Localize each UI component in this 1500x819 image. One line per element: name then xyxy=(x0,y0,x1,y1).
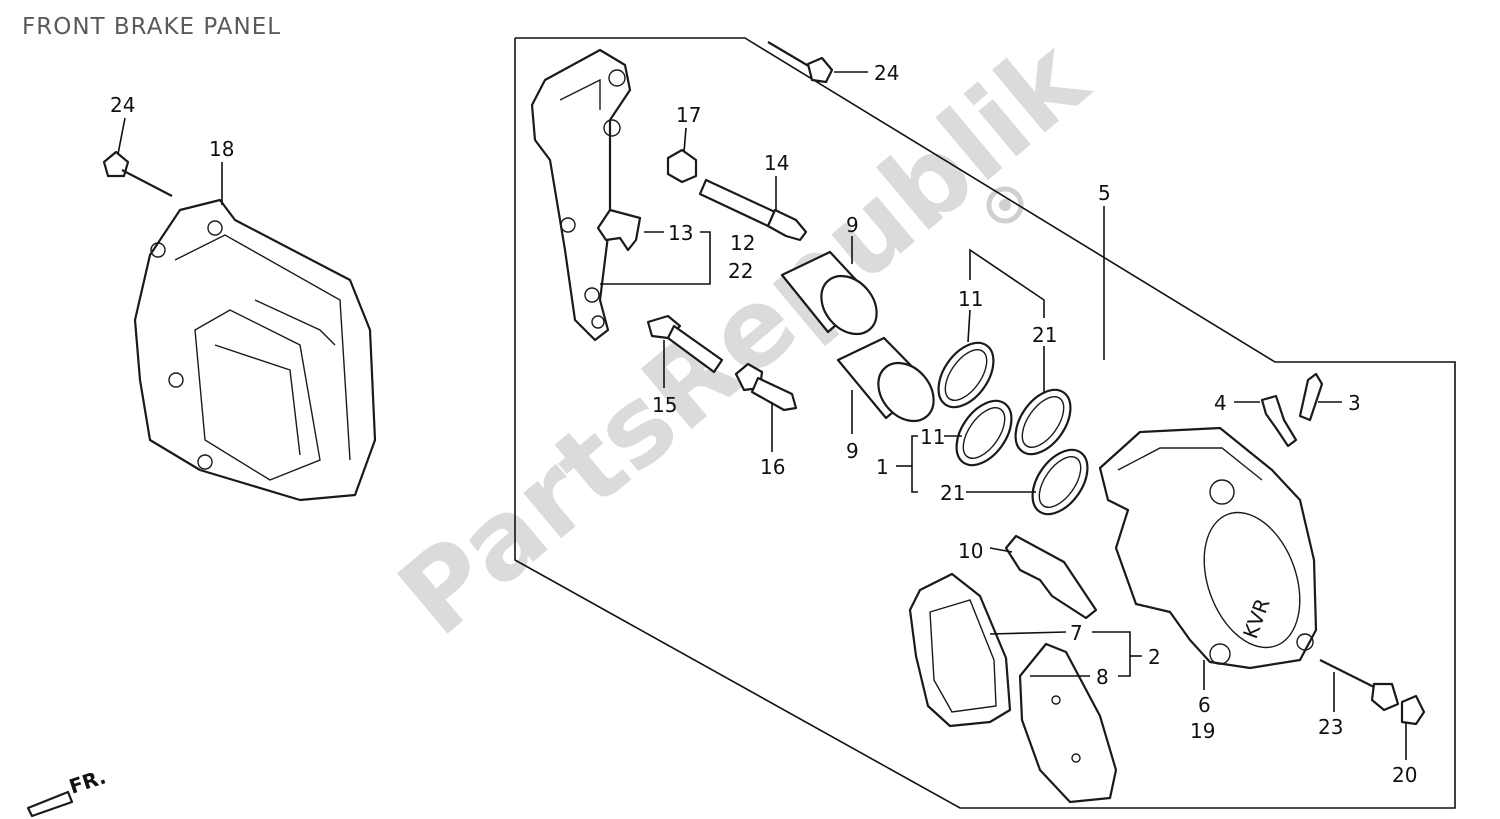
bleeder-cap-4 xyxy=(1260,394,1298,448)
cap-20 xyxy=(1400,694,1426,726)
callout-12: 12 xyxy=(730,231,755,255)
callout-4: 4 xyxy=(1214,391,1227,415)
callout-6: 6 xyxy=(1198,693,1211,717)
caliper-body-6: KVR xyxy=(1098,426,1318,670)
bolt-24-left xyxy=(102,150,173,197)
callout-21: 21 xyxy=(1032,323,1057,347)
callout-7: 7 xyxy=(1070,621,1083,645)
callout-14: 14 xyxy=(764,151,789,175)
bolt-16 xyxy=(734,362,798,412)
caliper-bracket xyxy=(530,48,632,342)
callout-22: 22 xyxy=(728,259,753,283)
callout-17: 17 xyxy=(676,103,701,127)
piston-9-upper xyxy=(780,250,878,336)
assembly-outline xyxy=(514,37,1456,809)
callout-18: 18 xyxy=(209,137,234,161)
callout-2: 2 xyxy=(1148,645,1161,669)
callout-5: 5 xyxy=(1098,181,1111,205)
brake-pad-7 xyxy=(908,572,1012,728)
piston-9-lower xyxy=(836,336,935,423)
callout-24: 24 xyxy=(110,93,135,117)
callout-10: 10 xyxy=(958,539,983,563)
callout-9: 9 xyxy=(846,213,859,237)
bleed-cap-17 xyxy=(666,148,698,184)
pad-spring-10 xyxy=(1004,534,1098,620)
callout-19: 19 xyxy=(1190,719,1215,743)
callout-23: 23 xyxy=(1318,715,1343,739)
watermark-text: PartsRepublik xyxy=(376,15,1111,660)
watermark: PartsRepublik xyxy=(376,15,1111,660)
pin-15 xyxy=(646,314,724,374)
direction-arrow-icon: FR. xyxy=(26,764,109,818)
callout-11: 11 xyxy=(920,425,945,449)
bolt-24-top xyxy=(767,41,834,84)
caliper-assembly-18 xyxy=(133,198,377,502)
leader-lines xyxy=(117,71,1407,760)
callout-16: 16 xyxy=(760,455,785,479)
callout-24: 24 xyxy=(874,61,899,85)
callout-9: 9 xyxy=(846,439,859,463)
brake-pad-8 xyxy=(1018,642,1118,804)
callout-1: 1 xyxy=(876,455,889,479)
page-title: FRONT BRAKE PANEL xyxy=(22,14,282,40)
spring-clip-13 xyxy=(596,208,642,252)
callout-11: 11 xyxy=(958,287,983,311)
watermark-gear-icon xyxy=(986,186,1024,224)
pin-14 xyxy=(698,178,808,242)
callout-labels: 24 18 24 17 14 13 12 22 9 9 15 16 5 11 2… xyxy=(110,61,1417,787)
seal-21-upper xyxy=(1014,388,1072,456)
direction-label: FR. xyxy=(66,764,109,798)
callout-20: 20 xyxy=(1392,763,1417,787)
seal-11-upper xyxy=(937,341,995,409)
callout-3: 3 xyxy=(1348,391,1361,415)
bolt-23 xyxy=(1319,659,1400,712)
bleeder-3 xyxy=(1298,372,1324,422)
seal-21-lower xyxy=(1031,448,1089,516)
seal-11-lower xyxy=(955,399,1013,467)
callout-8: 8 xyxy=(1096,665,1109,689)
callout-21: 21 xyxy=(940,481,965,505)
callout-15: 15 xyxy=(652,393,677,417)
callout-13: 13 xyxy=(668,221,693,245)
